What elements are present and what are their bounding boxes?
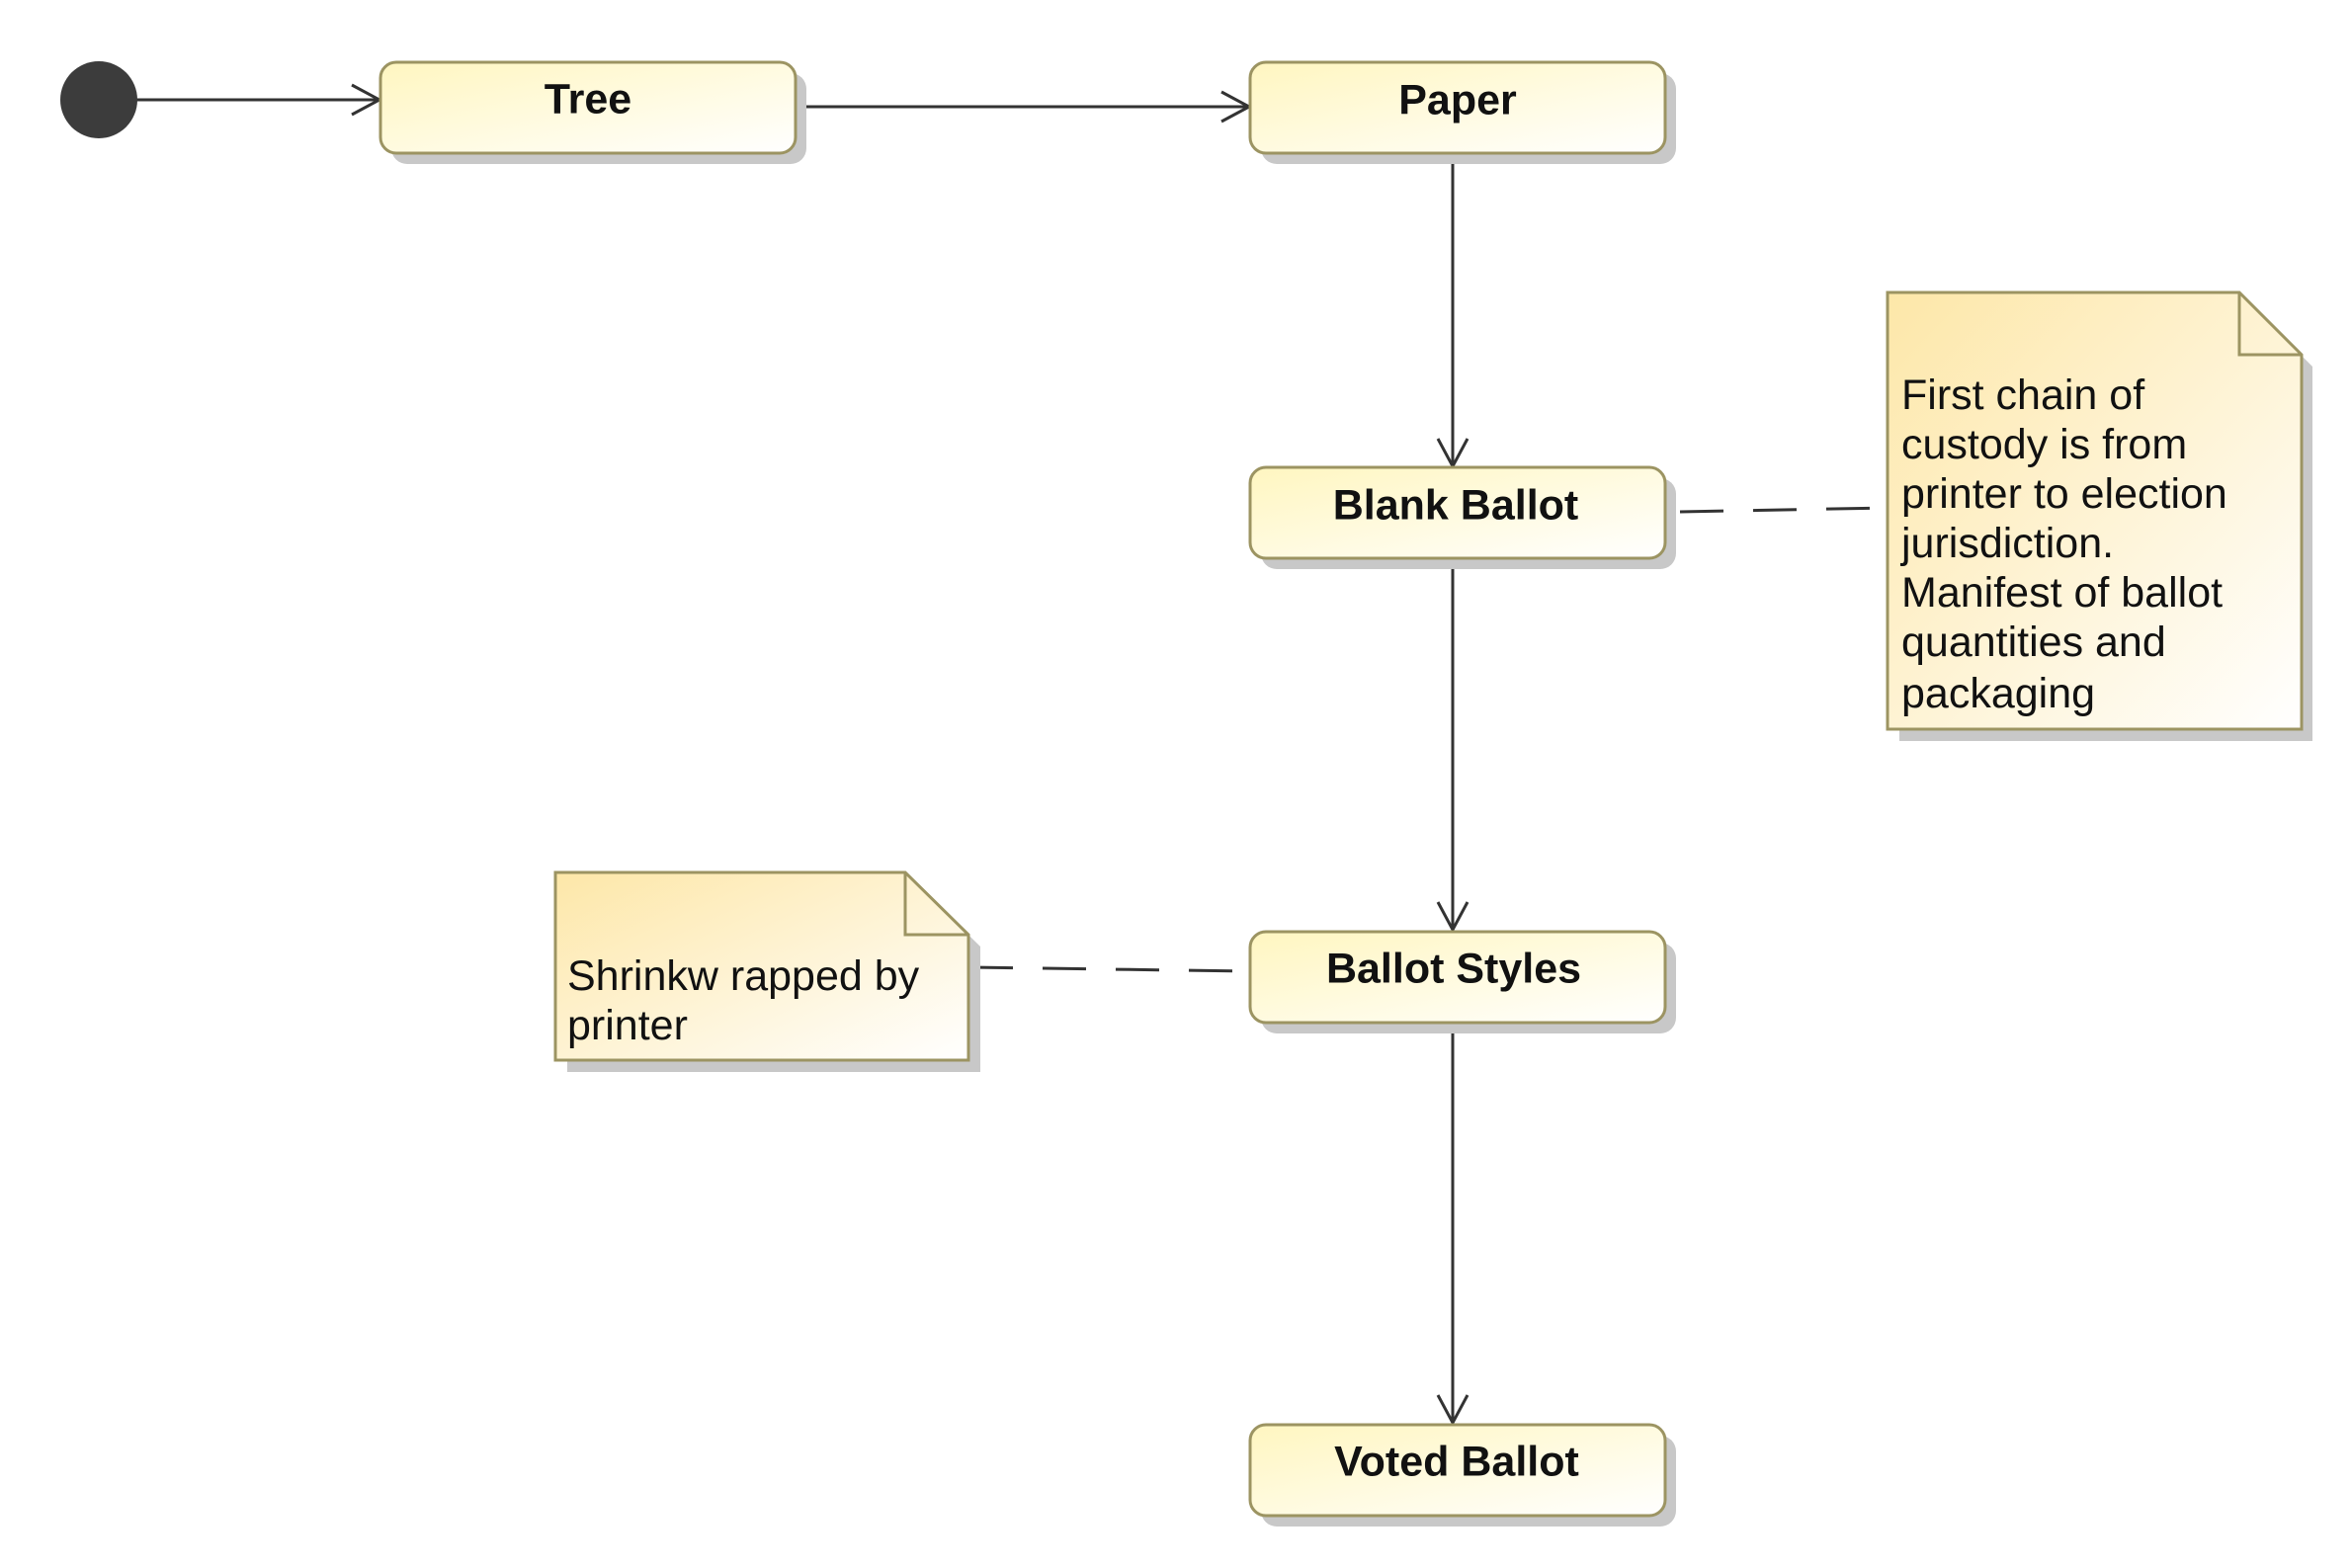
transition-initial-to-tree[interactable] [136, 83, 383, 117]
state-label-tree: Tree [545, 75, 631, 123]
transition-blank-ballot-to-ballot-styles[interactable] [1436, 558, 1469, 934]
state-tree[interactable]: Tree [378, 60, 806, 164]
state-label-paper: Paper [1398, 76, 1517, 124]
note-link-shrinkwrap [968, 965, 1250, 973]
note-custody-line: packaging [1901, 670, 2095, 717]
transition-tree-to-paper[interactable] [794, 90, 1253, 124]
note-custody-line: quantities and [1901, 619, 2166, 666]
note-custody-line: jurisdiction. [1899, 520, 2114, 567]
state-label-voted-ballot: Voted Ballot [1334, 1438, 1579, 1485]
state-label-blank-ballot: Blank Ballot [1333, 481, 1579, 529]
note-custody[interactable]: First chain of custody is from printer t… [1886, 290, 2312, 741]
note-links [968, 506, 1889, 973]
note-custody-text: First chain of custody is from printer t… [1899, 371, 2239, 717]
state-ballot-styles[interactable]: Ballot Styles [1248, 930, 1676, 1033]
transition-paper-to-blank-ballot[interactable] [1436, 152, 1469, 470]
initial-node[interactable] [60, 61, 137, 138]
note-shrinkwrap-line: Shrinkw rapped by [567, 952, 920, 1000]
state-paper[interactable]: Paper [1248, 60, 1676, 164]
state-voted-ballot[interactable]: Voted Ballot [1248, 1423, 1676, 1527]
note-custody-line: First chain of [1901, 371, 2145, 419]
note-custody-line: custody is from [1901, 421, 2187, 468]
note-shrinkwrap[interactable]: Shrinkw rapped by printer [553, 870, 980, 1072]
note-shrinkwrap-text: Shrinkw rapped by printer [567, 952, 931, 1049]
state-label-ballot-styles: Ballot Styles [1326, 945, 1581, 992]
note-custody-line: printer to election [1901, 470, 2227, 518]
note-shrinkwrap-line: printer [567, 1002, 688, 1049]
transitions [136, 83, 1469, 1427]
transition-ballot-styles-to-voted-ballot[interactable] [1436, 1022, 1469, 1427]
state-blank-ballot[interactable]: Blank Ballot [1248, 465, 1676, 569]
note-link-custody [1679, 506, 1889, 514]
note-custody-line: Manifest of ballot [1901, 569, 2223, 617]
